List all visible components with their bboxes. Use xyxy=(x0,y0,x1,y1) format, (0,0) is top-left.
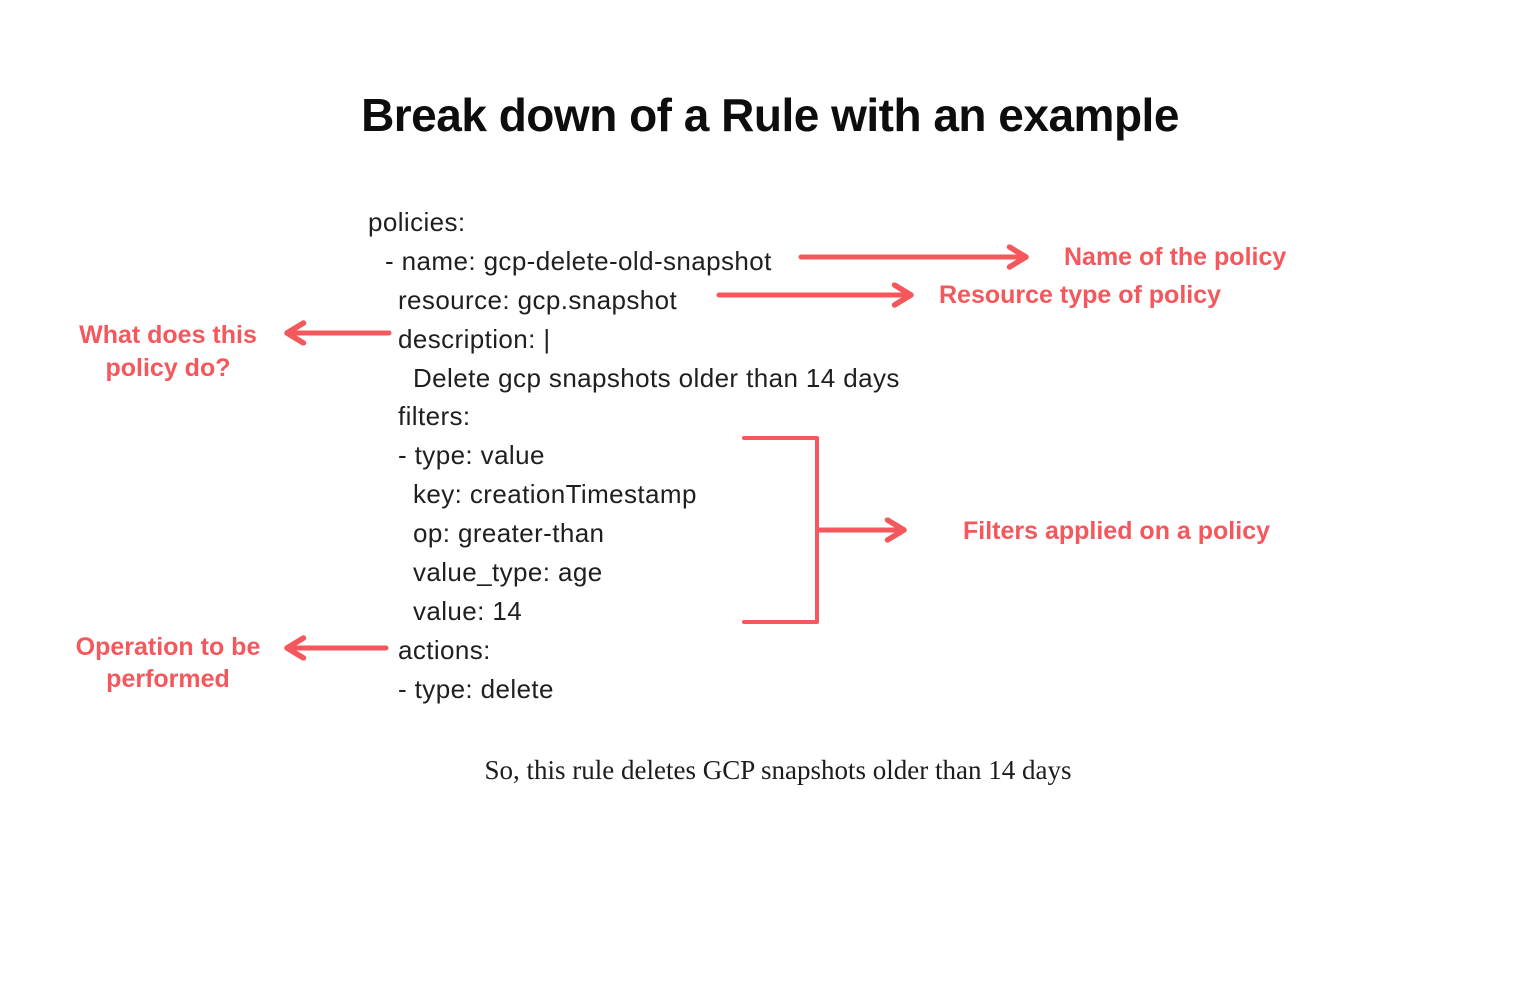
code-line-filter-value: value: 14 xyxy=(413,595,523,626)
yaml-code-block: policies: - name: gcp-delete-old-snapsho… xyxy=(368,203,900,709)
code-line-description: description: | xyxy=(398,323,551,354)
conclusion-text: So, this rule deletes GCP snapshots olde… xyxy=(484,755,1072,785)
resource-annotation: Resource type of policy xyxy=(939,281,1222,309)
description-annotation: What does this policy do? xyxy=(79,321,257,382)
code-line-name: - name: gcp-delete-old-snapshot xyxy=(385,245,772,276)
code-line-resource: resource: gcp.snapshot xyxy=(398,284,678,315)
name-annotation: Name of the policy xyxy=(1064,243,1287,271)
actions-annotation: Operation to be performed xyxy=(75,633,261,693)
page-title: Break down of a Rule with an example xyxy=(361,89,1179,141)
code-line-policies: policies: xyxy=(368,206,466,237)
code-line-actions: actions: xyxy=(398,634,491,665)
code-line-filter-op: op: greater-than xyxy=(413,518,605,549)
code-line-filter-value-type: value_type: age xyxy=(413,556,603,587)
code-line-filter-type: - type: value xyxy=(398,440,545,471)
code-line-action-type: - type: delete xyxy=(398,673,554,704)
code-line-description-text: Delete gcp snapshots older than 14 days xyxy=(413,362,900,393)
filters-annotation: Filters applied on a policy xyxy=(963,517,1271,545)
code-line-filters: filters: xyxy=(398,401,471,432)
code-line-filter-key: key: creationTimestamp xyxy=(413,479,697,510)
